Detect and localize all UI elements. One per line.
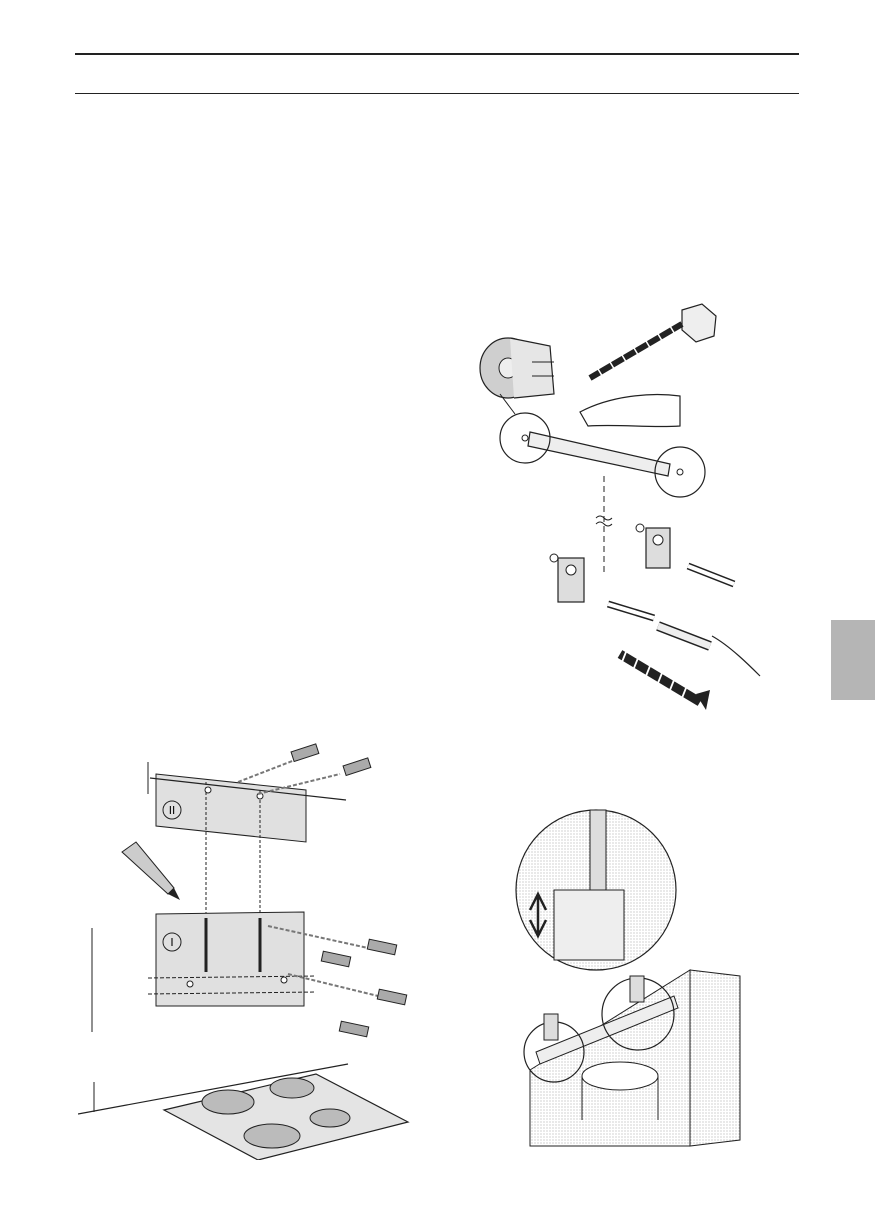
wall-template-illustration: II I — [78, 742, 418, 1160]
wall-brackets — [550, 524, 670, 602]
screwdriver — [658, 626, 760, 676]
rail-assembly-illustration — [470, 296, 770, 736]
template-II-label: II — [169, 804, 176, 817]
section-tab — [831, 620, 875, 700]
pencil — [122, 842, 180, 900]
template-I-label: I — [170, 936, 173, 949]
spacer-closeup — [480, 338, 554, 398]
adjustment-closeup — [516, 810, 676, 970]
cooktop — [78, 1064, 408, 1160]
hex-screw — [590, 304, 716, 379]
wood-screw — [620, 652, 710, 710]
wall-plugs — [608, 566, 734, 618]
header-rule-bottom — [75, 93, 799, 94]
header-rule-top — [75, 53, 799, 55]
bracket-adjustment-illustration — [510, 800, 770, 1150]
